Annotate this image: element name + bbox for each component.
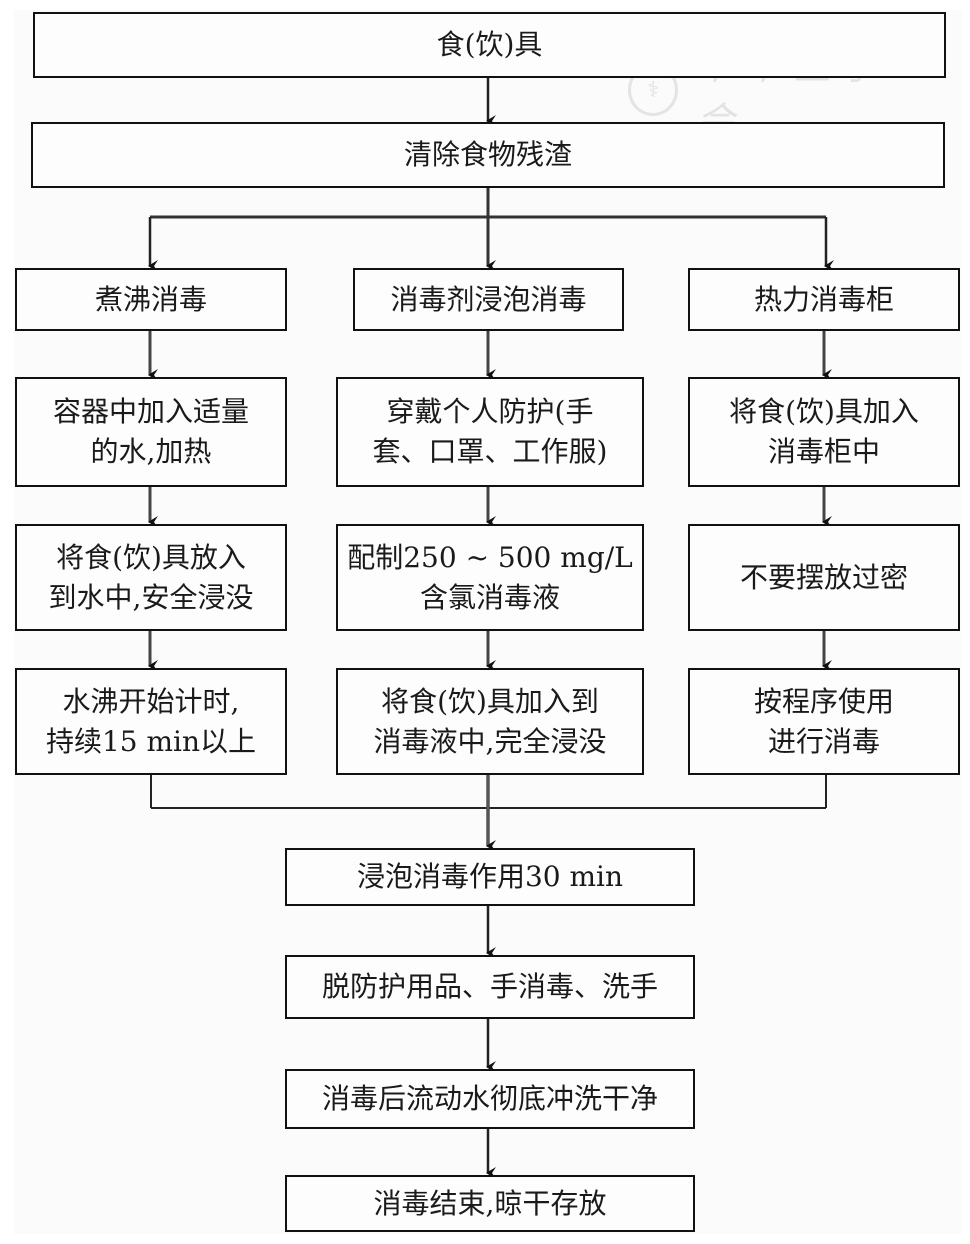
node-label: 消毒结束,晾干存放	[373, 1186, 607, 1220]
node-boil-step-3: 水沸开始计时, 持续15 min以上	[15, 668, 287, 775]
node-soak-step-3: 将食(饮)具加入到 消毒液中,完全浸没	[336, 668, 644, 775]
node-heat-step-2: 不要摆放过密	[688, 524, 960, 631]
node-label: 配制250 ~ 500 mg/L 含氯消毒液	[347, 540, 633, 614]
node-label: 消毒后流动水彻底冲洗干净	[321, 1082, 658, 1115]
node-label: 热力消毒柜	[753, 282, 894, 316]
node-label: 将食(饮)具加入 消毒柜中	[729, 395, 919, 468]
node-heat-step-3: 按程序使用 进行消毒	[688, 668, 960, 775]
node-boil-step-1: 容器中加入适量 的水,加热	[15, 377, 287, 487]
node-end: 消毒结束,晾干存放	[285, 1175, 695, 1232]
node-heat-step-1: 将食(饮)具加入 消毒柜中	[688, 377, 960, 487]
node-label: 煮沸消毒	[94, 282, 207, 316]
node-soak-step-1: 穿戴个人防护(手 套、口罩、工作服)	[336, 377, 644, 487]
node-rinse: 消毒后流动水彻底冲洗干净	[285, 1069, 695, 1129]
node-label: 食(饮)具	[436, 28, 543, 61]
node-clean: 清除食物残渣	[31, 122, 945, 188]
node-label: 消毒剂浸泡消毒	[390, 282, 587, 316]
node-label: 浸泡消毒作用30 min	[356, 860, 624, 893]
node-boil-step-2: 将食(饮)具放入 到水中,安全浸没	[15, 524, 287, 631]
node-label: 脱防护用品、手消毒、洗手	[321, 970, 658, 1003]
node-label: 穿戴个人防护(手 套、口罩、工作服)	[372, 395, 608, 468]
node-label: 容器中加入适量 的水,加热	[52, 395, 249, 468]
node-label: 水沸开始计时, 持续15 min以上	[45, 684, 257, 758]
node-label: 不要摆放过密	[739, 560, 908, 594]
node-soak-step-2: 配制250 ~ 500 mg/L 含氯消毒液	[336, 524, 644, 631]
node-remove-ppe: 脱防护用品、手消毒、洗手	[285, 955, 695, 1019]
node-soak-time: 浸泡消毒作用30 min	[285, 848, 695, 906]
node-start: 食(饮)具	[33, 12, 946, 78]
node-label: 将食(饮)具加入到 消毒液中,完全浸没	[373, 684, 607, 758]
node-label: 将食(饮)具放入 到水中,安全浸没	[48, 540, 254, 614]
node-heat-title: 热力消毒柜	[688, 268, 960, 331]
node-label: 按程序使用 进行消毒	[753, 684, 894, 758]
node-soak-title: 消毒剂浸泡消毒	[353, 268, 624, 331]
node-boil-title: 煮沸消毒	[15, 268, 287, 331]
node-label: 清除食物残渣	[403, 138, 572, 171]
